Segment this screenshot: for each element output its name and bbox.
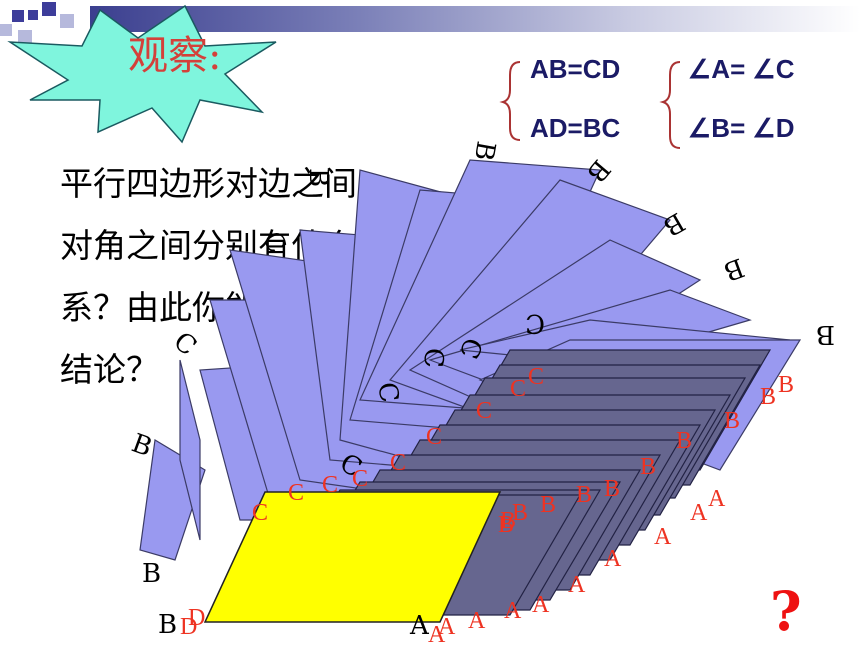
stack-label-a: A xyxy=(654,524,672,550)
stack-label-a: A xyxy=(504,598,522,624)
front-parallelogram xyxy=(203,491,502,623)
question-line: 平行四边形对边之间、 xyxy=(60,164,390,203)
fan-label-b: B xyxy=(158,610,177,640)
stack-label-b: B xyxy=(498,512,514,538)
stack-label-c: C xyxy=(476,398,492,424)
stack-label-b: B xyxy=(724,408,740,434)
stack-label-a: A xyxy=(604,546,622,572)
fan-label-c: C xyxy=(525,308,545,338)
starburst-shape xyxy=(7,4,277,144)
stack-label-c: C xyxy=(510,376,526,402)
slide-title: 观察: xyxy=(128,33,222,79)
fan-label-b: B xyxy=(128,428,156,463)
stack-label-b: B xyxy=(576,482,592,508)
stack-label-c: C xyxy=(528,364,544,390)
fan-label-b: B xyxy=(720,251,748,286)
question-mark-icon: ? xyxy=(770,579,802,643)
fan-parallelogram xyxy=(179,359,201,541)
header-gradient-stripe xyxy=(90,6,860,32)
fan-label-b: B xyxy=(816,319,835,349)
decor-square xyxy=(12,10,24,22)
fan-label-c: C xyxy=(168,326,203,362)
stack-label-b: B xyxy=(640,454,656,480)
stack-label-a: A xyxy=(708,486,726,512)
title-starburst xyxy=(0,0,280,150)
relation-angle-a-c: ∠A= ∠C xyxy=(688,54,795,84)
decor-square xyxy=(28,10,38,20)
stack-label-b: B xyxy=(500,508,516,534)
stack-label-b: B xyxy=(604,476,620,502)
decor-square xyxy=(18,30,32,44)
stack-label-d: D xyxy=(188,605,205,631)
fan-label-b: B xyxy=(468,139,501,163)
fan-label-b: B xyxy=(142,559,161,589)
stack-label-a: A xyxy=(568,572,586,598)
stack-label-b: B xyxy=(760,384,776,410)
stack-label-c: C xyxy=(390,450,406,476)
fan-label-c: C xyxy=(418,348,448,368)
decor-square xyxy=(0,24,12,36)
stack-label-b: B xyxy=(540,492,556,518)
stack-label-a: A xyxy=(428,622,446,645)
stack-label-c: C xyxy=(426,424,442,450)
question-line: 结论？ xyxy=(60,350,159,389)
stack-label-d: D xyxy=(180,614,197,640)
stack-label-b: B xyxy=(512,500,528,526)
relation-ab-cd: AB=CD xyxy=(530,54,621,84)
fan-label-b: B xyxy=(303,168,333,187)
stack-label-c: C xyxy=(322,472,338,498)
fan-label-c: A xyxy=(409,611,430,641)
stack-label-a: A xyxy=(532,592,550,618)
stack-label-a: A xyxy=(438,614,456,640)
header-decoration xyxy=(0,0,860,44)
stack-label-b: B xyxy=(676,428,692,454)
stack-label-c: C xyxy=(288,480,304,506)
stack-label-a: A xyxy=(690,500,708,526)
decor-square xyxy=(42,2,56,16)
relation-ad-bc: AD=BC xyxy=(530,113,621,143)
stack-label-a: A xyxy=(468,608,486,634)
stack-label-c: C xyxy=(352,466,368,492)
stack-label-b: B xyxy=(778,372,794,398)
stack-label-c: C xyxy=(252,500,268,526)
decor-square xyxy=(60,14,74,28)
relation-angle-b-d: ∠B= ∠D xyxy=(688,113,795,143)
